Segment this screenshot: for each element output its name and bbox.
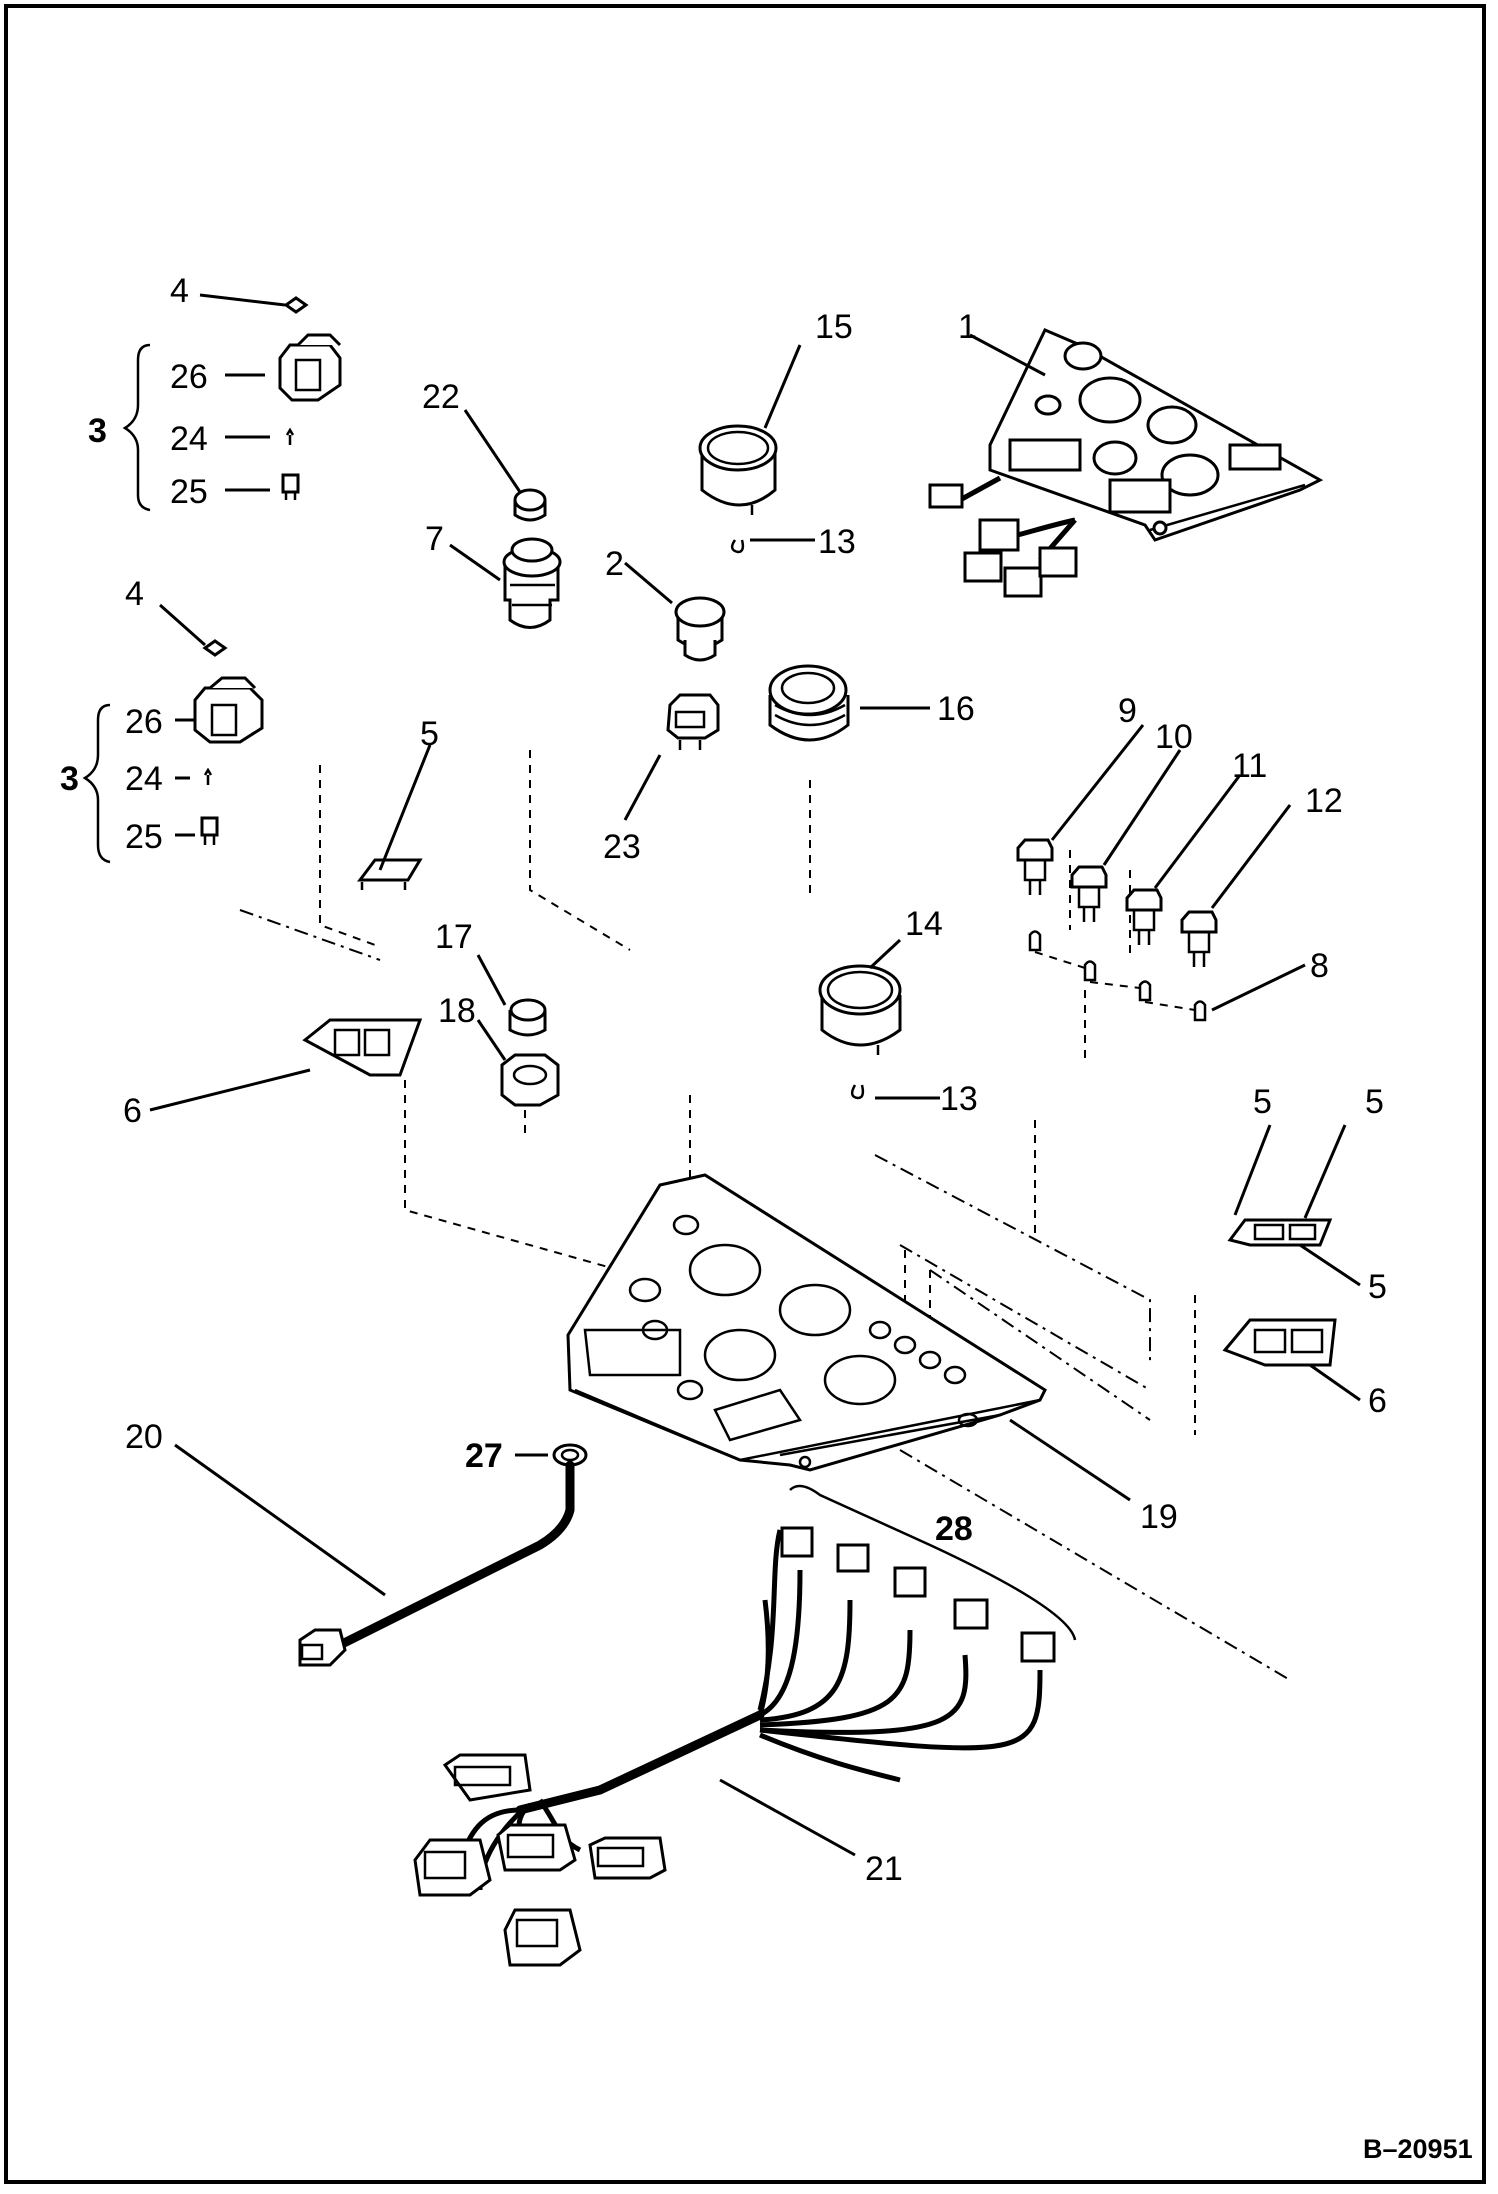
callout-8: 8	[1310, 947, 1329, 985]
callout-5: 5	[420, 715, 439, 753]
callout-22: 22	[422, 378, 460, 416]
callout-18: 18	[438, 992, 476, 1030]
callout-27: 27	[465, 1437, 503, 1475]
callout-9: 9	[1118, 692, 1137, 730]
callout-7: 7	[425, 520, 444, 558]
callout-26: 26	[125, 703, 163, 741]
lamp-7	[502, 537, 562, 629]
callout-23: 23	[603, 828, 641, 866]
callout-5: 5	[1368, 1268, 1387, 1306]
callout-20: 20	[125, 1418, 163, 1456]
callout-21: 21	[865, 1850, 903, 1888]
callout-6: 6	[123, 1092, 142, 1130]
callout-10: 10	[1155, 718, 1193, 756]
diagram-border	[4, 4, 1486, 2184]
callout-11: 11	[1232, 747, 1267, 785]
switch-group-middle	[82, 639, 264, 864]
gauge-14	[818, 964, 902, 1100]
cap-17	[508, 998, 547, 1037]
callout-24: 24	[170, 420, 208, 458]
callout-12: 12	[1305, 782, 1343, 820]
callout-5: 5	[1365, 1083, 1384, 1121]
callout-1: 1	[958, 308, 977, 346]
callout-13: 13	[940, 1080, 978, 1118]
socket-23	[666, 693, 720, 750]
switch-18	[500, 1053, 560, 1107]
callout-19: 19	[1140, 1498, 1178, 1536]
panel-plate-19	[566, 1173, 1047, 1472]
leader-lines	[149, 293, 1361, 1857]
callout-25: 25	[170, 473, 208, 511]
bezel-5-right	[1227, 1218, 1333, 1247]
instrument-panel-assembly	[928, 328, 1324, 598]
knob-22	[513, 488, 547, 522]
callout-24: 24	[125, 760, 163, 798]
switch-group-top	[122, 296, 342, 512]
harness-21	[413, 1484, 1077, 1967]
switches-9-12	[1016, 838, 1218, 967]
callout-16: 16	[937, 690, 975, 728]
callout-15: 15	[815, 308, 853, 346]
callout-17: 17	[435, 918, 473, 956]
gauge-16	[768, 664, 850, 742]
callout-4: 4	[170, 272, 189, 310]
callout-4: 4	[125, 575, 144, 613]
bezel-5-left	[357, 858, 423, 890]
callout-25: 25	[125, 818, 163, 856]
callout-2: 2	[605, 545, 624, 583]
grommet-27	[552, 1443, 588, 1467]
bulbs-8	[1028, 930, 1207, 1022]
cable-20	[298, 1460, 575, 1667]
callout-5: 5	[1253, 1083, 1272, 1121]
callout-26: 26	[170, 358, 208, 396]
callout-labels: 4 3 26 24 25 4 3 26 24 25 22 7 2 15 1 13…	[60, 272, 1473, 2164]
figure-code: B–20951	[1363, 2134, 1473, 2164]
alignment-lines	[239, 750, 1291, 1681]
callout-3: 3	[88, 412, 107, 450]
callout-14: 14	[905, 905, 943, 943]
callout-6: 6	[1368, 1382, 1387, 1420]
bezel-6-right	[1222, 1318, 1337, 1367]
callout-13: 13	[818, 523, 856, 561]
lamp-2	[674, 596, 726, 662]
callout-3: 3	[60, 760, 79, 798]
bezel-6-left	[302, 1018, 423, 1077]
gauge-15	[698, 424, 778, 554]
callout-28: 28	[935, 1510, 973, 1548]
